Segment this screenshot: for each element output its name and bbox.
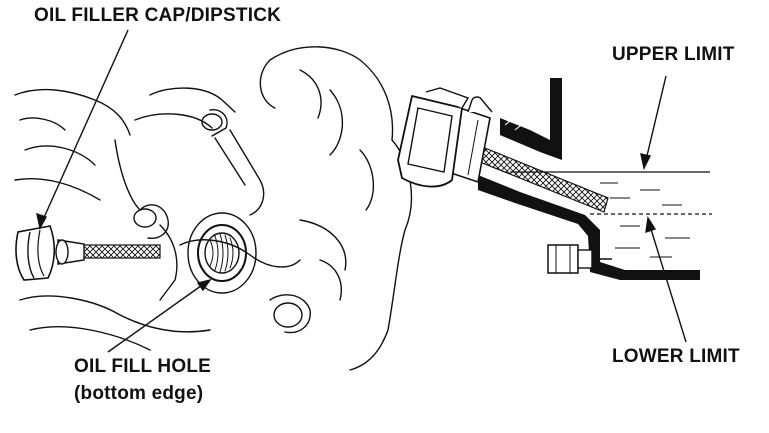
lower-limit-label: LOWER LIMIT <box>612 346 740 367</box>
filler-cap-label: OIL FILLER CAP/DIPSTICK <box>34 5 282 26</box>
engine-illustration <box>14 46 413 371</box>
oil-level-section <box>478 78 712 280</box>
dipstick-inserted <box>447 96 609 213</box>
leader-lines-left <box>36 29 212 353</box>
fill-hole-sublabel: (bottom edge) <box>74 383 204 404</box>
filler-cap-inserted <box>397 87 470 188</box>
fill-hole-label: OIL FILL HOLE <box>74 356 212 377</box>
upper-limit-label: UPPER LIMIT <box>612 44 735 65</box>
leader-lines-right <box>640 75 687 343</box>
filler-cap-removed <box>15 225 56 281</box>
dipstick-removed <box>55 239 161 265</box>
